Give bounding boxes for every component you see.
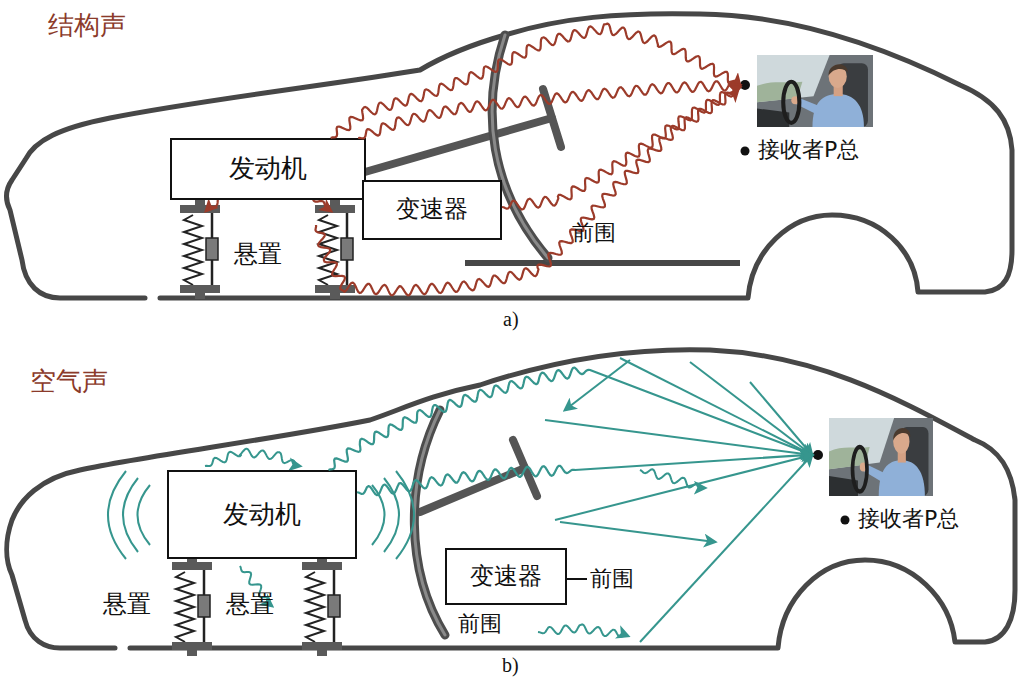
receiver-dot xyxy=(813,450,823,460)
receiver-dot xyxy=(740,80,750,90)
sound-path-arrow xyxy=(357,455,812,496)
wavy-sound-arrow xyxy=(205,449,300,466)
reflected-sound-ray xyxy=(545,420,812,455)
leader-line xyxy=(567,578,587,580)
sound-path-arrow xyxy=(358,81,740,138)
part-label: 悬置 xyxy=(103,590,151,619)
panel-title: 空气声 xyxy=(30,366,108,397)
sound-path-arrow xyxy=(331,24,740,138)
node-label: 发动机 xyxy=(223,500,301,530)
steering-column xyxy=(420,468,525,512)
floor-panel xyxy=(465,260,740,266)
receiver-point: 接收者P总 xyxy=(812,418,933,496)
reflected-sound-ray xyxy=(640,455,812,642)
node-label: 接收者P总 xyxy=(758,137,859,162)
engine-mount xyxy=(172,557,212,656)
transmission-box: 变速器 xyxy=(362,180,502,240)
sound-radiation-arc xyxy=(396,471,414,559)
sound-path-arrow xyxy=(329,368,813,470)
car-body-outline xyxy=(7,350,1015,648)
driver-photo xyxy=(829,418,933,496)
node-label: 变速器 xyxy=(470,563,542,591)
panel-caption: b) xyxy=(502,653,519,677)
panel-title: 结构声 xyxy=(48,10,126,41)
steering-wheel xyxy=(543,89,561,147)
part-label: 前围 xyxy=(458,611,502,637)
engine-mount xyxy=(180,200,220,299)
sound-radiation-arc xyxy=(372,485,385,545)
node-label: 接收者P总 xyxy=(858,506,959,531)
bullet-dot xyxy=(841,516,850,525)
receiver-point: 接收者P总 xyxy=(740,55,873,127)
part-label: 前围 xyxy=(590,566,634,592)
part-label: 前围 xyxy=(572,220,616,246)
reflected-sound-ray xyxy=(560,522,715,542)
engine-box: 发动机 xyxy=(167,470,357,559)
sound-radiation-arc xyxy=(123,478,138,552)
node-label: 发动机 xyxy=(229,154,307,184)
sound-radiation-arc xyxy=(384,478,399,552)
receiver-illustration xyxy=(812,418,933,496)
reflected-sound-ray xyxy=(750,382,812,455)
reflected-sound-ray xyxy=(555,455,812,520)
steering-wheel xyxy=(513,440,537,496)
driver-photo xyxy=(757,55,873,127)
sound-path-group xyxy=(205,90,812,642)
sound-radiation-arc xyxy=(108,471,126,559)
engine-box: 发动机 xyxy=(170,138,366,200)
part-label: 悬置 xyxy=(226,590,274,619)
transmission-box: 变速器 xyxy=(445,548,567,605)
engine-mount xyxy=(302,557,342,656)
sound-path-arrow xyxy=(502,87,740,209)
node-label: 变速器 xyxy=(396,196,468,224)
wavy-sound-arrow xyxy=(315,90,738,295)
panel-caption: a) xyxy=(503,307,519,331)
wavy-sound-arrow xyxy=(538,624,628,636)
sound-radiation-arc xyxy=(138,485,151,545)
steering-column xyxy=(365,118,552,172)
edge-group xyxy=(329,24,813,496)
reflected-sound-ray xyxy=(620,358,812,455)
car-body-outline xyxy=(6,14,1012,298)
firewall-highlight xyxy=(414,410,445,635)
bullet-dot xyxy=(741,147,750,156)
reflected-sound-ray xyxy=(565,360,630,410)
part-label: 悬置 xyxy=(234,240,282,269)
receiver-illustration xyxy=(740,55,873,127)
firewall xyxy=(414,410,445,635)
